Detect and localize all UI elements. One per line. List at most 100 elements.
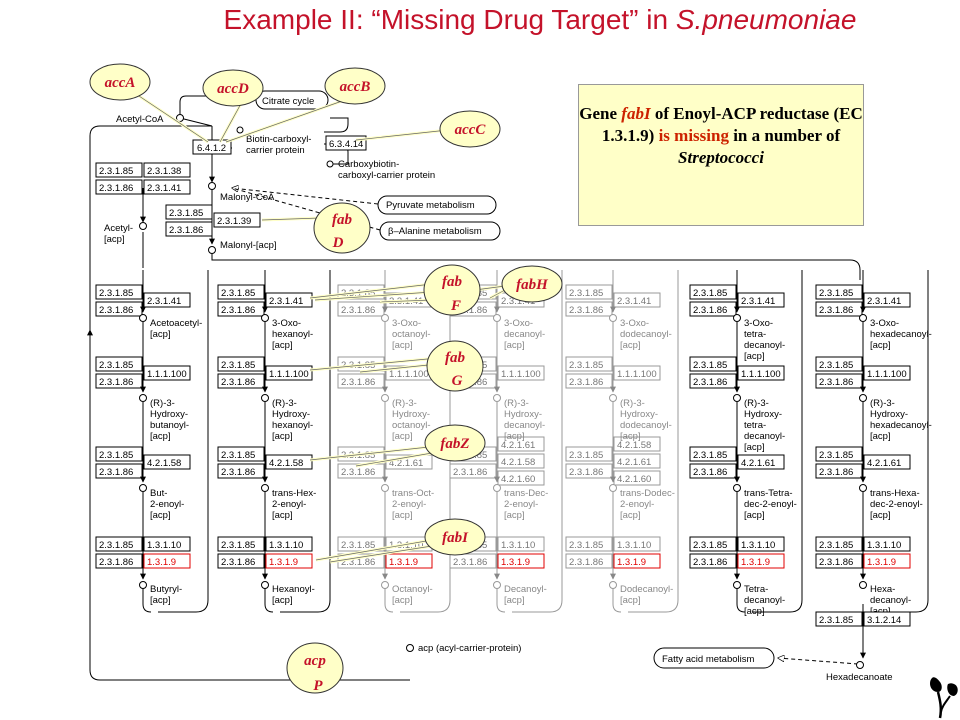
ec-box (265, 365, 313, 381)
ec-label: 2.3.1.86 (341, 377, 375, 388)
metabolite-label: 3-Oxo- (744, 318, 773, 329)
acetyl-acp-label-1: Acetyl- (104, 223, 133, 234)
metabolite-label: tetra- (744, 329, 766, 340)
metabolite-node (609, 314, 617, 322)
ec-label: 4.2.1.61 (389, 458, 423, 469)
ec-label: 4.2.1.61 (741, 458, 775, 469)
ec-box (565, 553, 613, 569)
ec-label: 2.3.1.85 (99, 540, 133, 551)
note-text-1: Gene (579, 104, 622, 123)
ec-box (95, 373, 143, 389)
ec-box (217, 284, 265, 300)
metabolite-label: dec-2-enoyl- (744, 499, 797, 510)
metabolite-node (381, 394, 389, 402)
ec-label-missing: 1.3.1.9 (389, 557, 418, 568)
ec-label: 2.3.1.85 (569, 450, 603, 461)
ec-label: 2.3.1.86 (569, 377, 603, 388)
ec-label-missing: 1.3.1.9 (501, 557, 530, 568)
metabolite-label: trans-Dec- (504, 488, 548, 499)
ec-label: 2.3.1.86 (99, 377, 133, 388)
bccp-node (236, 126, 244, 134)
metabolite-node (493, 581, 501, 589)
ec-box (497, 536, 545, 552)
cbccp-label-2: carboxyl-carrier protein (338, 170, 435, 181)
metabolite-label: (R)-3- (870, 398, 895, 409)
ec-box (565, 463, 613, 479)
ec-label: 4.2.1.58 (147, 458, 181, 469)
ec-box (863, 454, 911, 470)
metabolite-label: 3-Oxo- (504, 318, 533, 329)
metabolite-label: Decanoyl- (504, 584, 547, 595)
metabolite-label: [acp] (392, 431, 413, 442)
metabolite-label: Hydroxy- (870, 409, 908, 420)
gene-callouts (89, 63, 563, 694)
ec-label: 2.3.1.86 (169, 225, 203, 236)
ec-box (815, 611, 863, 627)
fabI-callout (424, 518, 486, 556)
ec-label: 2.3.1.86 (819, 557, 853, 568)
metabolite-label: [acp] (392, 595, 413, 606)
ec-box (689, 373, 737, 389)
ec-label: 6.3.4.14 (329, 139, 363, 150)
metabolite-node (139, 484, 147, 492)
metabolite-label: dodecanoyl- (620, 420, 672, 431)
ec-label: 2.3.1.85 (221, 540, 255, 551)
gene-fabG-2: G (452, 373, 463, 389)
ec-box (613, 553, 661, 569)
ec-box (497, 436, 545, 452)
ec-box (689, 536, 737, 552)
ec-box (449, 463, 497, 479)
metabolite-label: [acp] (870, 510, 891, 521)
fabH-callout (501, 265, 563, 303)
ec-box (217, 553, 265, 569)
ec-box (689, 553, 737, 569)
ec-box (95, 356, 143, 372)
ec-box (863, 611, 911, 627)
metabolite-label: [acp] (150, 595, 171, 606)
ec-box (95, 536, 143, 552)
ec-label: 2.3.1.86 (693, 557, 727, 568)
ec-label: 2.3.1.85 (569, 540, 603, 551)
metabolite-label: (R)-3- (150, 398, 175, 409)
metabolite-label: 3-Oxo- (620, 318, 649, 329)
acetyl-coa-label: Acetyl-CoA (116, 114, 164, 125)
ec-label-missing: 1.3.1.9 (867, 557, 896, 568)
ec-label: 2.3.1.85 (693, 450, 727, 461)
acetyl-coa-node (176, 114, 184, 122)
ec-box (265, 536, 313, 552)
column-loop (512, 270, 563, 613)
metabolite-label: tetra- (744, 420, 766, 431)
ec-box (863, 553, 911, 569)
slide-title: Example II: “Missing Drug Target” in S.p… (0, 4, 960, 36)
metabolite-label: [acp] (150, 329, 171, 340)
ec-box (337, 373, 385, 389)
metabolite-label: hexanoyl- (272, 420, 313, 431)
metabolite-label: Tetra- (744, 584, 768, 595)
metabolite-label: [acp] (620, 510, 641, 521)
metabolite-label: Hydroxy- (272, 409, 310, 420)
metabolite-label: Hydroxy- (504, 409, 542, 420)
metabolite-label: hexanoyl- (272, 329, 313, 340)
ec-box (385, 553, 433, 569)
metabolite-label: dec-2-enoyl- (870, 499, 923, 510)
ec-label: 2.3.1.85 (221, 288, 255, 299)
metabolite-label: 2-enoyl- (620, 499, 654, 510)
column-connector (264, 588, 274, 613)
ec-label-missing: 1.3.1.9 (741, 557, 770, 568)
metabolite-node (381, 314, 389, 322)
metabolite-node (139, 314, 147, 322)
metabolite-label: Hydroxy- (392, 409, 430, 420)
column-loop (158, 270, 209, 613)
ec-box (95, 179, 143, 195)
ec-box (565, 373, 613, 389)
ec-label: 2.3.1.85 (221, 360, 255, 371)
column-loop (628, 270, 679, 613)
ec-box (565, 536, 613, 552)
ec-box (737, 292, 785, 308)
gene-acpP-2: P (313, 678, 323, 694)
accA-callout (89, 63, 151, 101)
metabolite-label: [acp] (744, 442, 765, 453)
metabolite-label: [acp] (272, 340, 293, 351)
metabolite-label: 3-Oxo- (392, 318, 421, 329)
ec-label: 2.3.1.85 (221, 450, 255, 461)
